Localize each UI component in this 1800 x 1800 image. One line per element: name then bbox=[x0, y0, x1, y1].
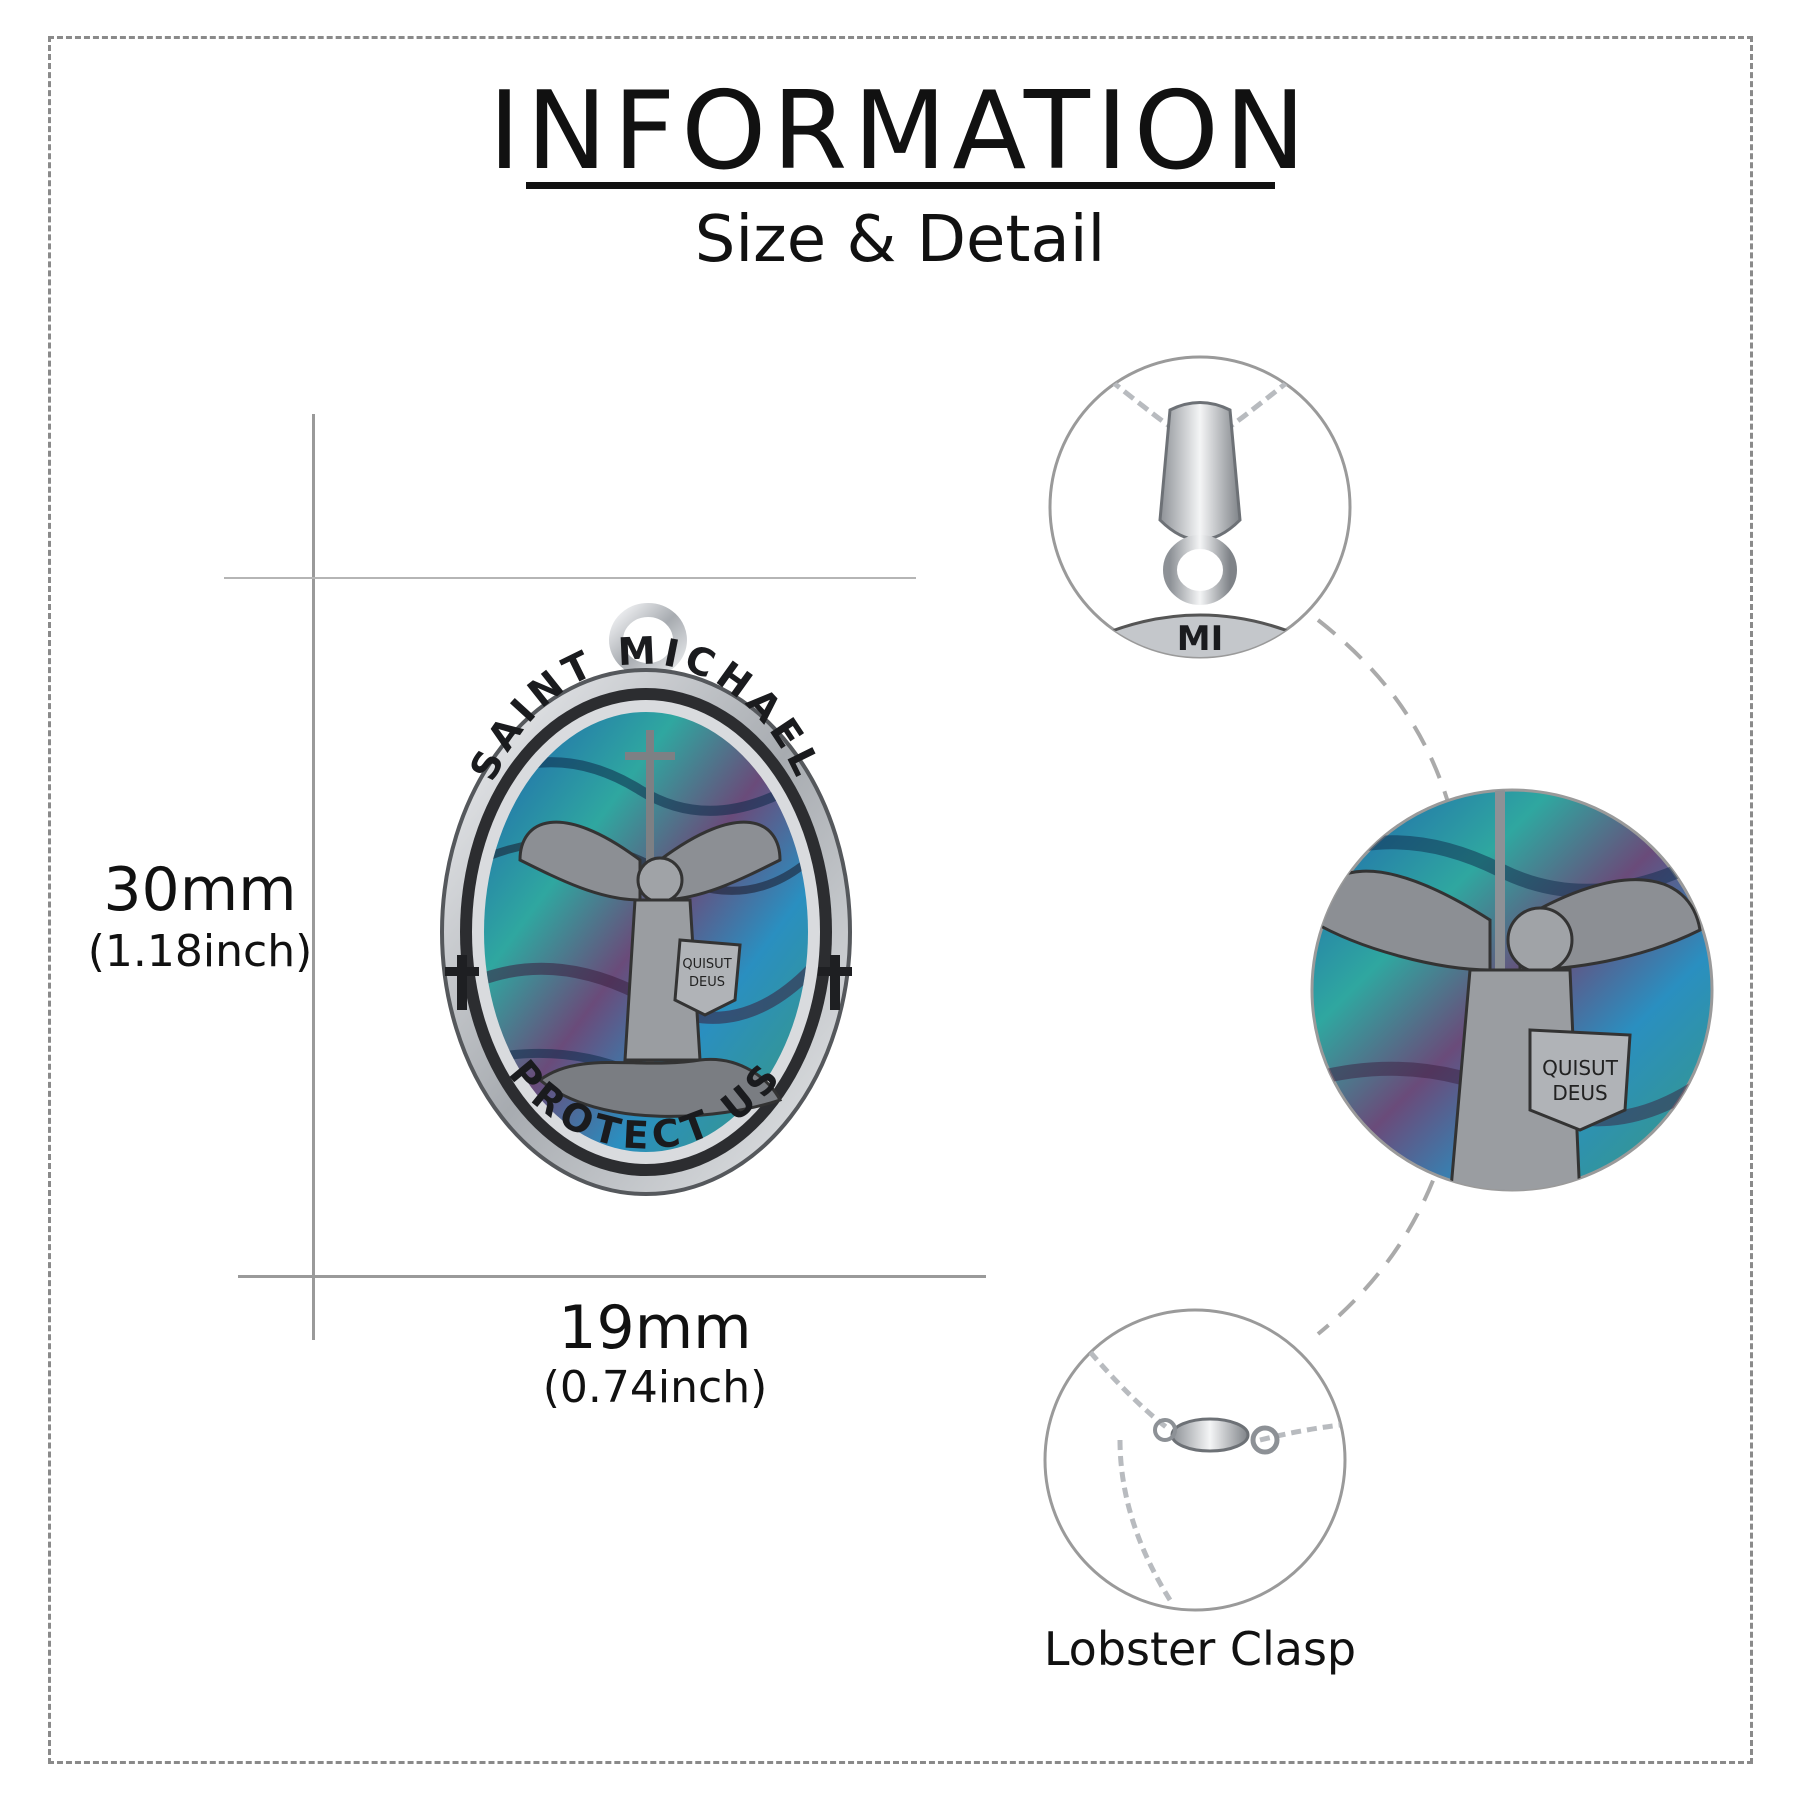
bottom-guide-line bbox=[238, 1275, 986, 1278]
height-inch: (1.18inch) bbox=[87, 926, 313, 977]
page-subtitle: Size & Detail bbox=[694, 203, 1106, 277]
shield-text-line2: DEUS bbox=[689, 975, 725, 990]
width-inch: (0.74inch) bbox=[542, 1362, 768, 1413]
height-guide-line bbox=[312, 414, 315, 1340]
height-label: 30mm (1.18inch) bbox=[70, 860, 330, 974]
title-underline bbox=[526, 182, 1275, 189]
width-label: 19mm (0.74inch) bbox=[520, 1298, 790, 1410]
bail-inscription: MI bbox=[1177, 619, 1223, 659]
top-guide-line bbox=[224, 577, 916, 579]
dashed-frame bbox=[48, 36, 1753, 1764]
shield-text-line1: QUISUT bbox=[682, 957, 731, 972]
height-mm: 30mm bbox=[103, 855, 297, 925]
detail-shield-text-line1: QUISUT bbox=[1542, 1056, 1619, 1080]
lobster-clasp-caption: Lobster Clasp bbox=[1043, 1622, 1357, 1676]
detail-shield-text-line2: DEUS bbox=[1552, 1081, 1607, 1105]
page-title: INFORMATION bbox=[488, 69, 1312, 194]
width-mm: 19mm bbox=[558, 1293, 752, 1363]
